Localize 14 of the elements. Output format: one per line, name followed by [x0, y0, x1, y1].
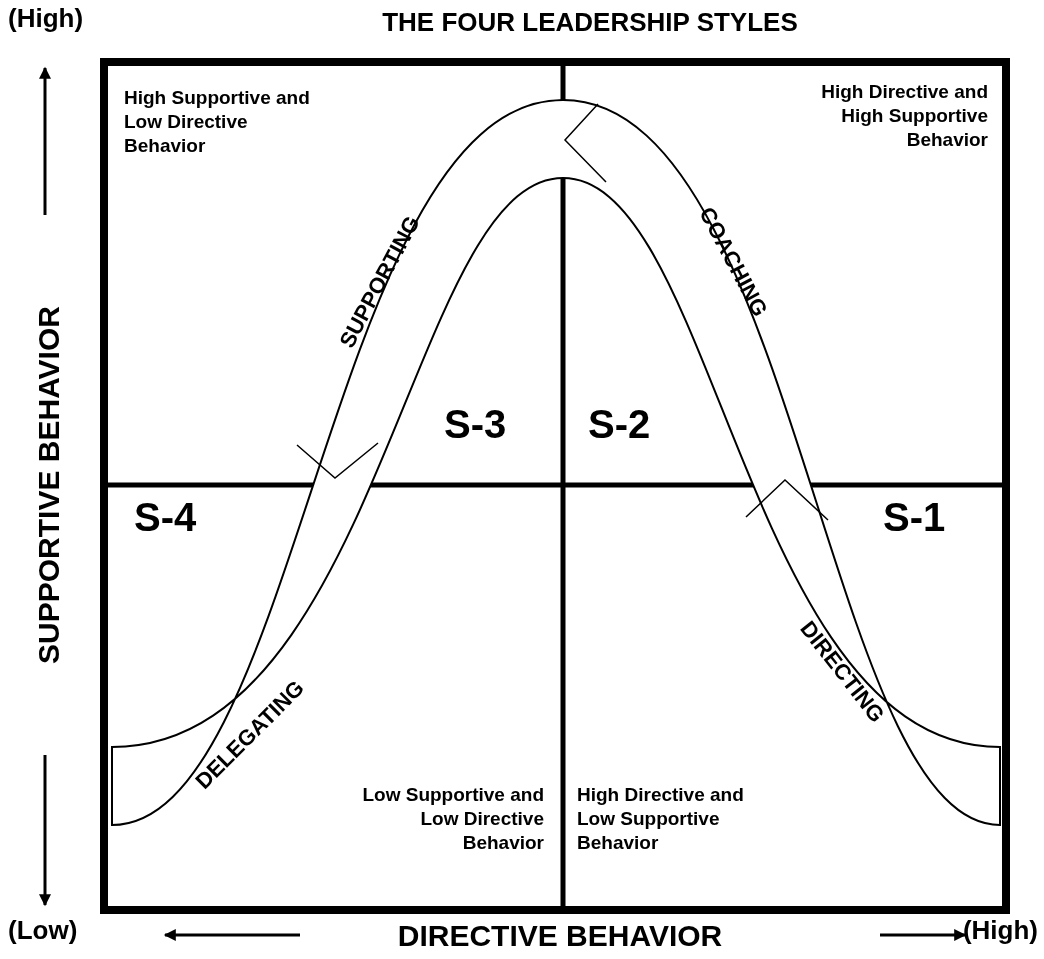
quadrant-description: High Directive and Low Supportive Behavior [577, 783, 745, 855]
axis-end-label: (High) [8, 4, 84, 33]
style-label: S-3 [444, 402, 507, 446]
style-label: S-2 [588, 402, 651, 446]
style-label: S-1 [883, 495, 946, 539]
quadrant-description: High Directive and High Supportive Behavior [820, 80, 988, 152]
axis-label: DIRECTIVE BEHAVIOR [397, 918, 723, 952]
style-label: S-4 [134, 495, 197, 539]
diagram-title: THE FOUR LEADERSHIP STYLES [382, 5, 798, 39]
axis-end-label: (Low) [8, 916, 78, 945]
quadrant-description: High Supportive and Low Directive Behavior [124, 86, 311, 158]
quadrant-description: Low Supportive and Low Directive Behavior [361, 783, 544, 855]
axis-label: SUPPORTIVE BEHAVIOR [31, 306, 65, 664]
axis-end-label: (High) [962, 916, 1038, 945]
